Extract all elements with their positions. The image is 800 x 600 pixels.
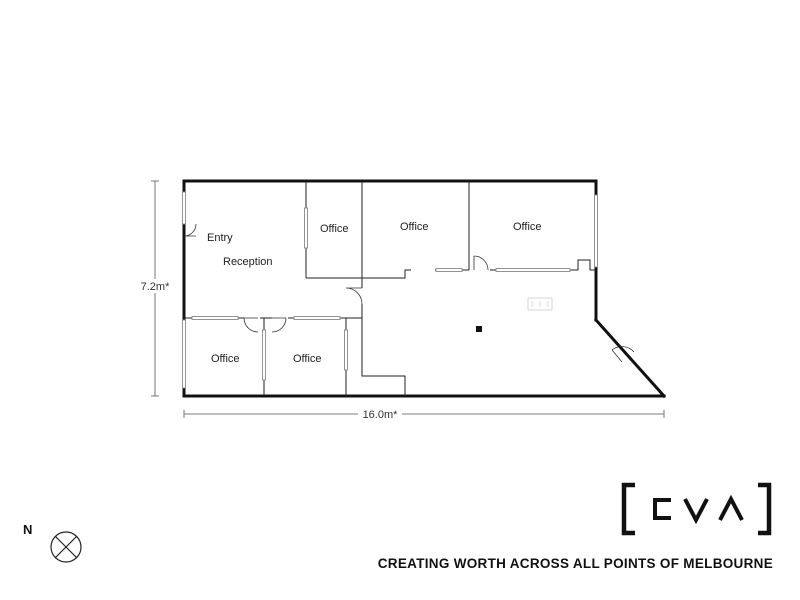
window-east	[594, 194, 598, 268]
width-dimension: 16.0m*	[183, 407, 665, 421]
room-labels: Entry Reception Office Office Office Off…	[207, 221, 542, 365]
column	[476, 326, 482, 332]
window-west-upper	[182, 191, 186, 225]
window-west-lower	[182, 319, 186, 389]
room-label-office-2: Office	[400, 221, 429, 233]
outer-walls	[182, 179, 667, 399]
brand-tagline: CREATING WORTH ACROSS ALL POINTS OF MELB…	[377, 556, 773, 571]
door-entry	[183, 223, 197, 237]
room-label-reception: Reception	[223, 256, 273, 268]
height-dimension-label: 7.2m*	[141, 281, 170, 293]
interior-walls	[184, 181, 596, 396]
kitchenette	[527, 297, 553, 311]
fixtures	[476, 297, 553, 332]
room-label-office-1: Office	[320, 223, 349, 235]
room-label-office-4: Office	[211, 353, 240, 365]
north-label: N	[23, 522, 33, 537]
door-office-3	[473, 255, 489, 271]
width-dimension-label: 16.0m*	[363, 409, 399, 421]
room-label-office-3: Office	[513, 221, 542, 233]
room-label-office-5: Office	[293, 353, 322, 365]
cva-logo	[621, 482, 772, 536]
door-office-4	[243, 317, 259, 333]
compass-icon	[50, 531, 82, 563]
room-label-entry: Entry	[207, 232, 233, 244]
windows	[182, 191, 598, 389]
door-office-5	[271, 317, 287, 333]
height-dimension: 7.2m*	[136, 180, 174, 397]
door-east	[611, 346, 635, 363]
door-office-2	[345, 287, 363, 305]
doors	[183, 223, 635, 363]
